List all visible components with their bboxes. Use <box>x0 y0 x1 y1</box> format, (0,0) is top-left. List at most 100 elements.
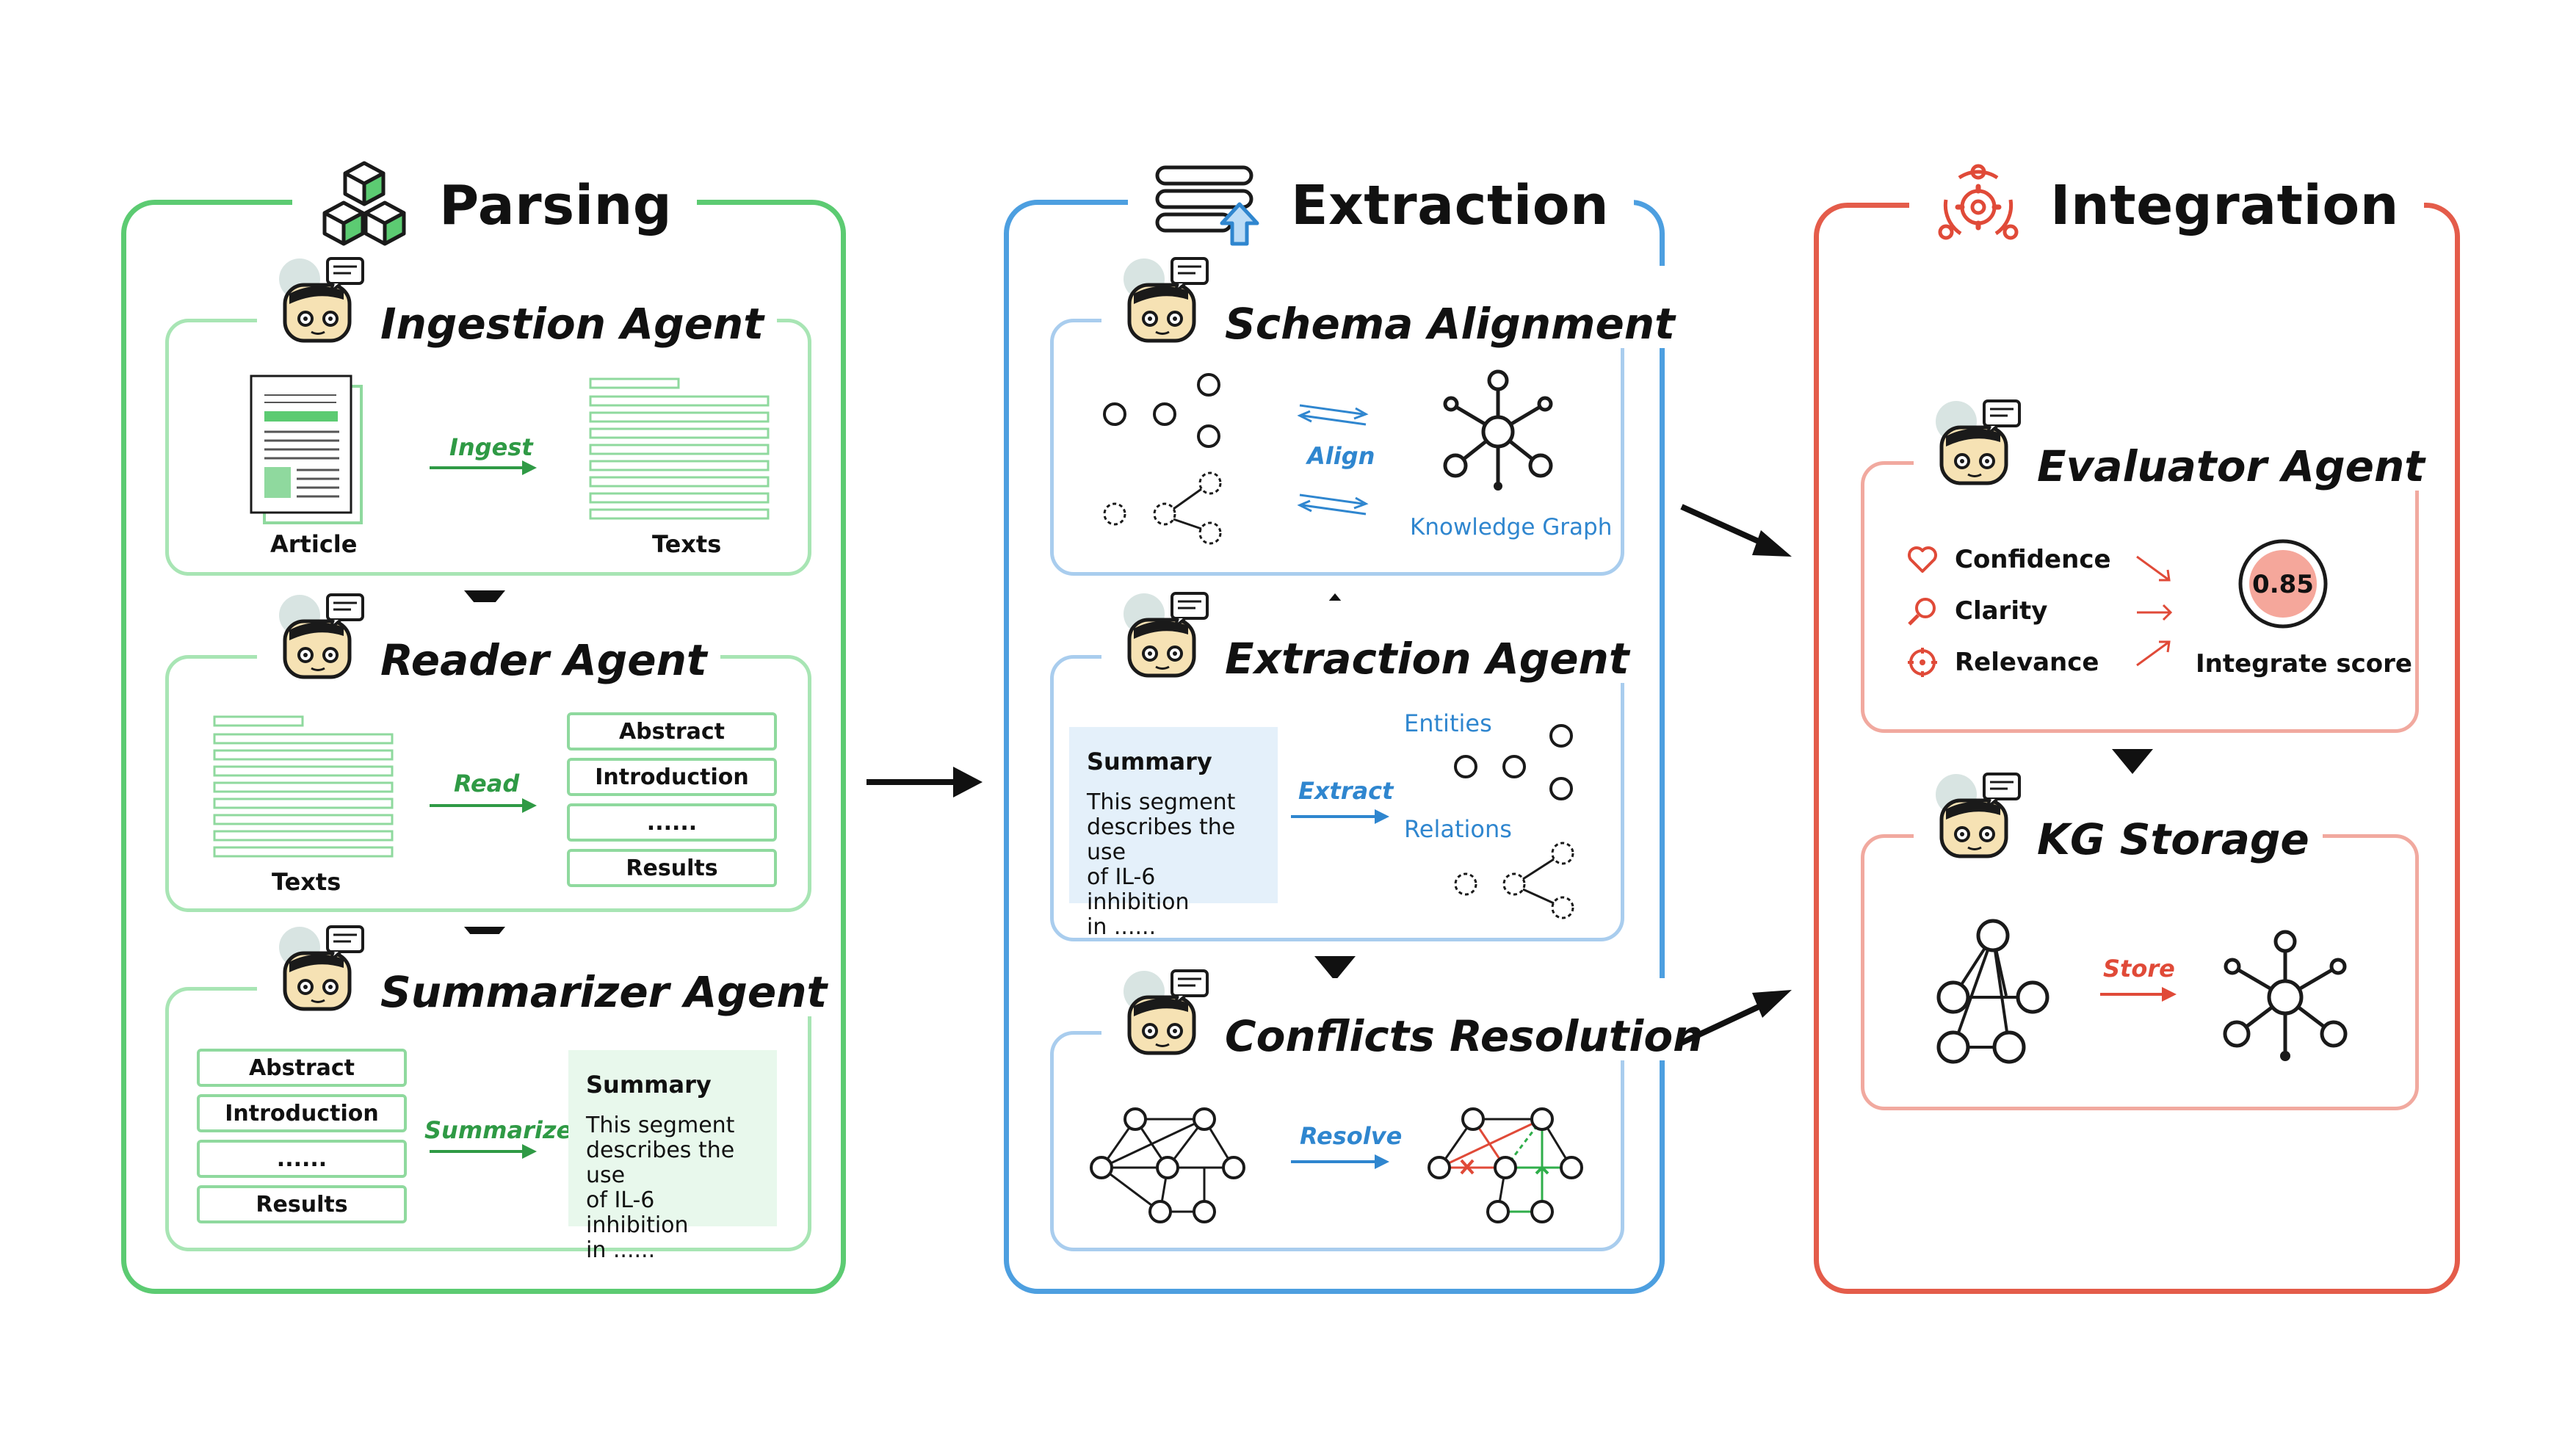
summary-line: describes the use <box>586 1137 735 1188</box>
reader-header: Reader Agent <box>257 602 720 684</box>
schema-alignment-title: Schema Alignment <box>1225 299 1675 349</box>
parsing-header: Parsing <box>292 154 698 257</box>
conflict-graph-icon <box>1090 1107 1245 1223</box>
extraction-summary-card: Summary This segment describes the use o… <box>1069 727 1278 940</box>
summarizer-agent-title: Summarizer Agent <box>380 967 828 1017</box>
small-graph-icon <box>1936 919 2049 1064</box>
entities-nodes-icon <box>1454 724 1573 800</box>
summarizer-header: Summarizer Agent <box>257 934 841 1017</box>
stored-knowledge-graph-icon <box>2223 930 2348 1061</box>
align-arrows-bottom <box>1297 493 1369 516</box>
reader-section-results: Results <box>567 849 777 887</box>
extraction-title: Extraction <box>1291 174 1610 237</box>
summary-line: of IL-6 inhibition <box>1087 864 1190 915</box>
extraction-agent-header: Extraction Agent <box>1101 601 1643 683</box>
extract-verb: Extract <box>1298 777 1394 805</box>
robot-icon <box>1115 253 1210 348</box>
heart-icon <box>1908 546 1937 573</box>
ingestion-agent-title: Ingestion Agent <box>380 299 764 349</box>
summarizer-section-abstract: Abstract <box>197 1049 407 1087</box>
target-icon <box>1908 648 1937 677</box>
database-upload-icon <box>1155 165 1259 246</box>
summary-line: of IL-6 inhibition <box>586 1187 689 1238</box>
reader-texts-label: Texts <box>272 868 341 896</box>
summarize-verb: Summarize <box>424 1116 573 1144</box>
ingest-verb: Ingest <box>449 433 533 461</box>
robot-icon <box>1927 395 2022 491</box>
reader-section-ellipsis: ...... <box>567 803 777 842</box>
robot-icon <box>1115 587 1210 683</box>
metric-confidence: Confidence <box>1906 543 2111 576</box>
schema-nodes-icon <box>1103 373 1222 545</box>
robot-icon <box>270 253 366 348</box>
summarizer-section-results: Results <box>197 1185 407 1223</box>
summary-title: Summary <box>586 1071 712 1099</box>
metric-label: Confidence <box>1955 545 2111 574</box>
reader-texts-icon <box>213 715 394 858</box>
align-verb: Align <box>1307 442 1375 470</box>
metric-label: Relevance <box>1955 648 2099 677</box>
flow-arrow-parsing-extraction <box>866 767 983 797</box>
kg-storage-header: KG Storage <box>1914 781 2323 864</box>
knowledge-graph-label: Knowledge Graph <box>1410 514 1613 540</box>
summary-line: in ...... <box>586 1237 656 1263</box>
ingest-arrow <box>430 460 537 475</box>
conflicts-resolution-title: Conflicts Resolution <box>1225 1011 1704 1061</box>
metric-arrows <box>2136 555 2173 667</box>
robot-icon <box>270 921 366 1016</box>
parsing-title: Parsing <box>439 174 673 237</box>
score-value: 0.85 <box>2252 570 2314 599</box>
summary-line: This segment <box>586 1113 735 1138</box>
down-arrow-3 <box>1314 956 1356 981</box>
metric-label: Clarity <box>1955 596 2048 626</box>
reader-agent-title: Reader Agent <box>380 635 707 685</box>
align-arrows-top <box>1297 404 1369 426</box>
summary-line: describes the use <box>1087 814 1236 865</box>
article-label: Article <box>270 530 358 558</box>
summarizer-summary-card: Summary This segment describes the use o… <box>568 1050 777 1263</box>
read-verb: Read <box>454 770 520 797</box>
extraction-agent-title: Extraction Agent <box>1225 634 1629 684</box>
relations-nodes-icon <box>1454 842 1574 919</box>
reader-section-abstract: Abstract <box>567 712 777 750</box>
relations-label: Relations <box>1404 815 1512 843</box>
robot-icon <box>1927 768 2022 864</box>
conflicts-resolution-header: Conflicts Resolution <box>1101 978 1717 1061</box>
down-arrow-4 <box>2112 749 2153 774</box>
summarizer-section-introduction: Introduction <box>197 1094 407 1132</box>
reader-section-introduction: Introduction <box>567 758 777 796</box>
summary-line: This segment <box>1087 789 1236 815</box>
kg-storage-title: KG Storage <box>2037 814 2309 864</box>
evaluator-header: Evaluator Agent <box>1914 408 2439 491</box>
schema-alignment-header: Schema Alignment <box>1101 266 1688 348</box>
score-circle <box>2238 539 2328 629</box>
score-label: Integrate score <box>2196 649 2412 679</box>
robot-icon <box>270 589 366 684</box>
article-document-icon <box>250 375 363 524</box>
resolve-arrow <box>1291 1154 1389 1169</box>
read-arrow <box>430 798 537 813</box>
gear-network-icon <box>1938 164 2019 240</box>
flow-arrow-extraction-integration-top <box>1680 504 1792 557</box>
knowledge-graph-icon <box>1443 369 1553 491</box>
robot-icon <box>1115 965 1210 1060</box>
summary-line: in ...... <box>1087 914 1157 940</box>
magnifier-icon <box>1908 598 1936 626</box>
resolve-verb: Resolve <box>1300 1122 1403 1150</box>
integration-header: Integration <box>1909 154 2424 257</box>
texts-lines-icon <box>589 377 770 520</box>
extract-arrow <box>1291 809 1389 824</box>
integration-title: Integration <box>2050 174 2399 237</box>
entities-label: Entities <box>1404 709 1492 737</box>
summarizer-section-ellipsis: ...... <box>197 1140 407 1178</box>
summarize-arrow <box>430 1144 537 1159</box>
store-verb: Store <box>2103 955 2175 983</box>
extraction-header: Extraction <box>1128 154 1635 257</box>
integration-panel <box>1814 203 2460 1294</box>
evaluator-agent-title: Evaluator Agent <box>2037 441 2425 491</box>
cubes-icon <box>322 161 406 246</box>
summary-title: Summary <box>1087 748 1212 775</box>
metric-clarity: Clarity <box>1906 595 2047 627</box>
flow-arrow-extraction-integration-bottom <box>1680 990 1792 1046</box>
ingestion-header: Ingestion Agent <box>257 266 777 348</box>
